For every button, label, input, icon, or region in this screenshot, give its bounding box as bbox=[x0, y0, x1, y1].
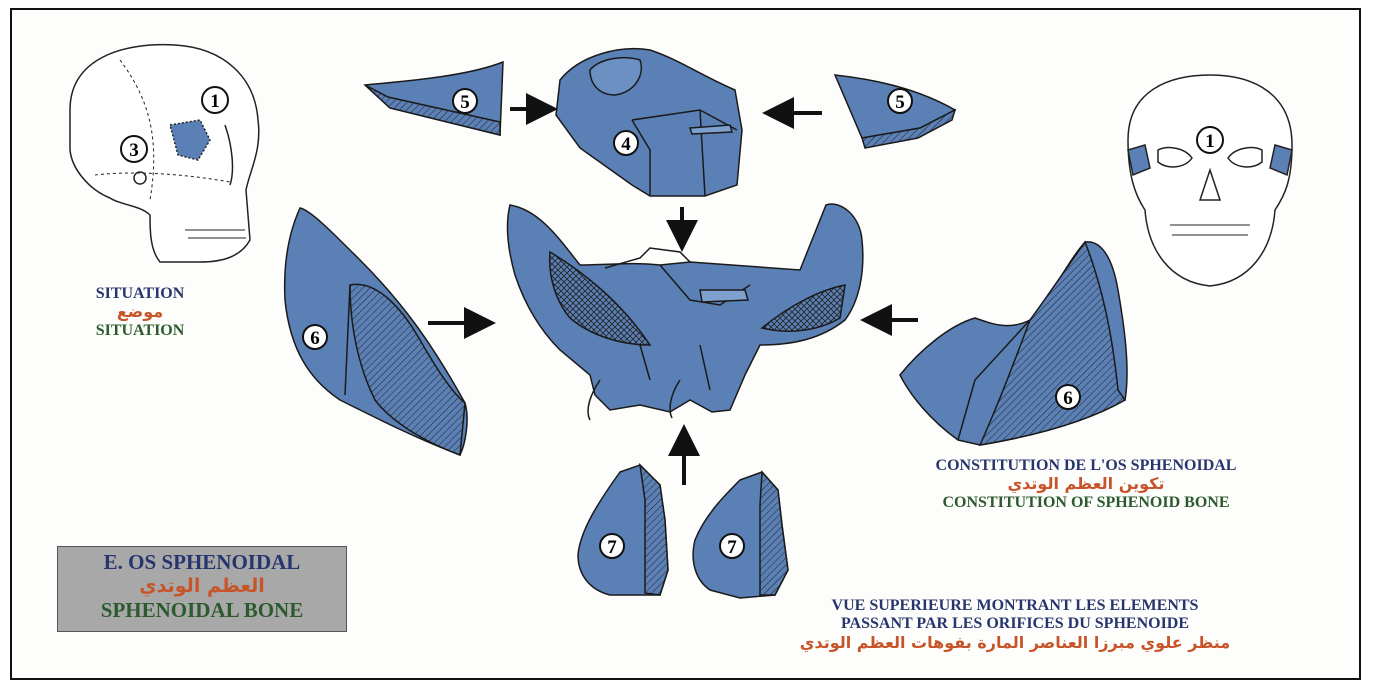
pterygoid-left bbox=[578, 465, 668, 595]
pterygoid-left-marker: 7 bbox=[600, 534, 624, 558]
skull-lateral-marker-1: 1 bbox=[202, 87, 228, 113]
svg-text:1: 1 bbox=[210, 91, 220, 112]
greater-wing-right bbox=[900, 242, 1127, 445]
svg-text:7: 7 bbox=[607, 537, 617, 558]
lesser-wing-left-marker: 5 bbox=[453, 89, 477, 113]
skull-frontal-marker-1: 1 bbox=[1197, 127, 1223, 153]
svg-text:6: 6 bbox=[1063, 388, 1073, 409]
vue-fr-line1: VUE SUPERIEURE MONTRANT LES ELEMENTS bbox=[735, 597, 1295, 615]
svg-text:5: 5 bbox=[460, 92, 470, 113]
situation-caption: SITUATION موضع SITUATION bbox=[50, 285, 230, 340]
vue-fr-line2: PASSANT PAR LES ORIFICES DU SPHENOIDE bbox=[735, 615, 1295, 633]
title-box: E. OS SPHENOIDAL العظم الوتدي SPHENOIDAL… bbox=[57, 546, 347, 632]
title-en: SPHENOIDAL BONE bbox=[58, 598, 346, 623]
constitution-ar: تكوين العظم الوتدي bbox=[866, 475, 1306, 493]
title-fr: E. OS SPHENOIDAL bbox=[58, 550, 346, 575]
svg-text:7: 7 bbox=[727, 537, 737, 558]
situation-ar: موضع bbox=[50, 303, 230, 321]
svg-text:5: 5 bbox=[895, 92, 905, 113]
svg-text:3: 3 bbox=[129, 140, 139, 161]
superior-view-caption: VUE SUPERIEURE MONTRANT LES ELEMENTS PAS… bbox=[735, 597, 1295, 652]
greater-wing-right-marker: 6 bbox=[1056, 385, 1080, 409]
constitution-caption: CONSTITUTION DE L'OS SPHENOIDAL تكوين ال… bbox=[866, 457, 1306, 512]
vue-ar: منظر علوي مبرزا العناصر المارة بفوهات ال… bbox=[735, 634, 1295, 652]
sphenoid-body bbox=[556, 49, 742, 196]
svg-text:1: 1 bbox=[1205, 131, 1215, 152]
skull-lateral-marker-3: 3 bbox=[121, 136, 147, 162]
constitution-en: CONSTITUTION OF SPHENOID BONE bbox=[866, 494, 1306, 512]
situation-fr: SITUATION bbox=[50, 285, 230, 303]
greater-wing-left-marker: 6 bbox=[303, 325, 327, 349]
skull-frontal-illustration bbox=[1128, 75, 1292, 286]
constitution-fr: CONSTITUTION DE L'OS SPHENOIDAL bbox=[866, 457, 1306, 475]
svg-text:6: 6 bbox=[310, 328, 320, 349]
title-ar: العظم الوتدي bbox=[58, 575, 346, 598]
lesser-wing-left bbox=[365, 62, 503, 135]
assembled-sphenoid bbox=[508, 204, 863, 420]
pterygoid-right-marker: 7 bbox=[720, 534, 744, 558]
skull-lateral-illustration bbox=[70, 45, 259, 262]
lesser-wing-right-marker: 5 bbox=[888, 89, 912, 113]
svg-text:4: 4 bbox=[621, 134, 631, 155]
sphenoid-body-marker: 4 bbox=[614, 131, 638, 155]
pterygoid-right bbox=[693, 472, 788, 598]
situation-en: SITUATION bbox=[50, 322, 230, 340]
